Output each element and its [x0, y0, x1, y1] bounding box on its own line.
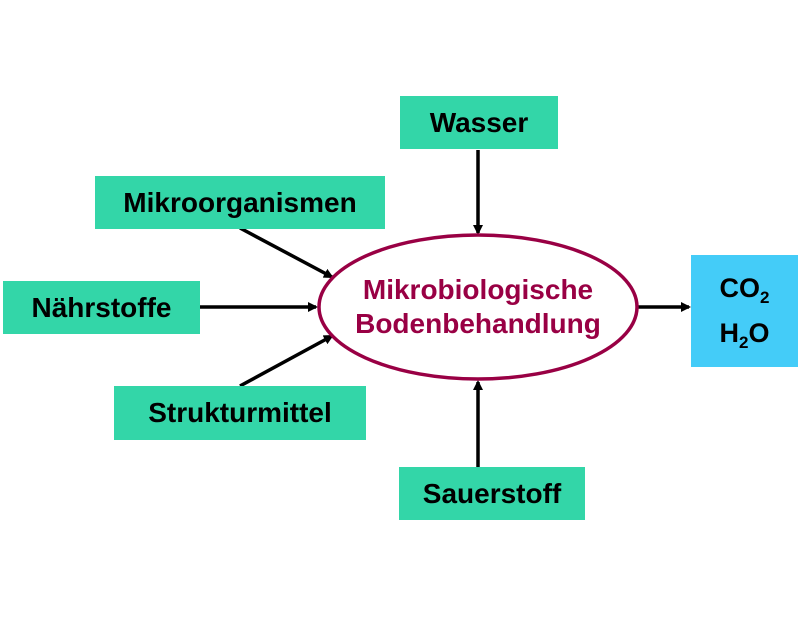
input-label-wasser: Wasser	[429, 106, 529, 138]
co2-subscript: 2	[760, 288, 770, 307]
center-label-line2: Bodenbehandlung	[355, 308, 601, 339]
input-label-strukturmittel: Strukturmittel	[148, 397, 332, 428]
output-co2: CO2	[719, 273, 770, 307]
output-h2o: H2O	[719, 318, 770, 352]
output-box-products: CO2 H2O	[691, 255, 798, 367]
h2o-base: H	[719, 318, 740, 348]
center-label-line1: Mikrobiologische	[362, 274, 594, 305]
input-box-sauerstoff: Sauerstoff	[399, 467, 585, 520]
co2-base: CO	[719, 273, 761, 303]
input-box-mikroorganismen: Mikroorganismen	[95, 176, 385, 229]
center-process-label: Mikrobiologische Bodenbehandlung	[318, 235, 638, 379]
input-box-naehrstoffe: Nährstoffe	[3, 281, 200, 334]
input-box-strukturmittel: Strukturmittel	[114, 386, 366, 440]
input-box-wasser: Wasser	[400, 96, 558, 149]
input-label-mikroorganismen: Mikroorganismen	[123, 186, 357, 218]
h2o-tail: O	[748, 318, 770, 348]
center-ellipse	[317, 233, 639, 381]
arrow-mikroorganismen	[239, 226, 334, 279]
arrow-strukturmittel	[239, 334, 334, 388]
h2o-subscript: 2	[739, 333, 749, 352]
input-label-naehrstoffe: Nährstoffe	[31, 291, 172, 323]
input-label-sauerstoff: Sauerstoff	[422, 477, 562, 509]
